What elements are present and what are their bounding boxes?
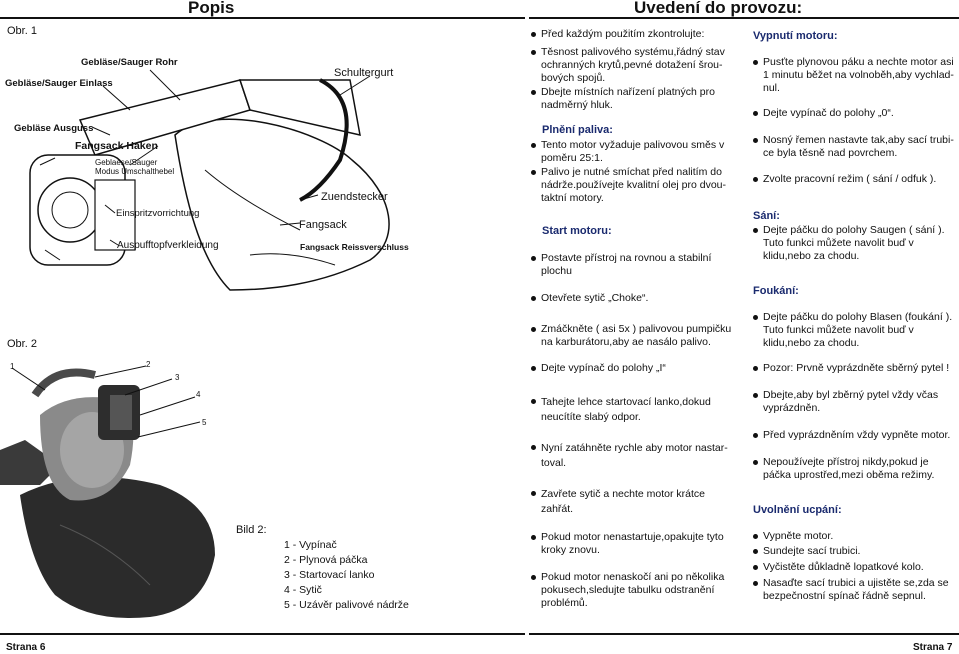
bullet-dot [753,228,758,233]
suck-title: Sání: [753,210,780,222]
stop-bullet-4: Zvolte pracovní režim ( sání / odfuk ). [753,173,958,186]
callout-spark-plug: Zuendstecker [321,191,388,203]
callout-bag-zipper: Fangsack Reissverschluss [300,242,409,252]
start-bullet-5: Tahejte lehce startovací lanko,dokud neu… [531,395,746,425]
legend-title: Bild 2: [236,524,267,536]
stop-bullet-3: Nosný řemen nastavte tak,aby sací trubi-… [753,134,958,160]
start-bullet-6: Nyní zatáhněte rychle aby motor nastar- … [531,441,746,471]
callout-mode-lever: Geblaese/Sauger Modus Umschalthebel [95,158,175,176]
page-number-right: Strana 7 [913,642,953,653]
clear-bullet-2: Sundejte sací trubici. [753,545,958,558]
fig2-num-2: 2 [146,360,151,369]
start-bullet-1: Postavte přístroj na rovnou a stabilní p… [531,252,746,278]
bullet-dot [531,143,536,148]
bullet-dot [531,399,536,404]
start-title: Start motoru: [542,225,612,237]
bullet-dot [531,535,536,540]
callout-blower-outlet: Gebläse Ausguss [14,123,94,134]
figure1-blower-drawing [29,69,390,291]
suck-bullet-1: Dejte páčku do polohy Saugen ( sání ). T… [753,224,958,263]
bullet-dot [753,549,758,554]
callout-primer: Einspritzvorrichtung [116,208,200,219]
start-bullet-9: Pokud motor nenaskočí ani po několika po… [531,571,746,610]
stop-title: Vypnutí motoru: [753,30,838,42]
bullet-dot [753,565,758,570]
fig2-num-5: 5 [202,418,207,427]
bullet-dot [753,60,758,65]
fig2-num-1: 1 [10,362,15,371]
figure2-blower-photo [0,365,215,619]
clear-bullet-3: Vyčistěte důkladně lopatkové kolo. [753,561,958,574]
stop-bullet-2: Dejte vypínač do polohy „0“. [753,107,958,120]
fuel-bullet-1: Tento motor vyžaduje palivovou směs v po… [531,139,746,165]
obr1-label: Obr. 1 [7,25,37,37]
bullet-dot [531,491,536,496]
blow-bullet-4: Před vyprázdněním vždy vypněte motor. [753,429,958,442]
fig2-num-3: 3 [175,373,180,382]
bullet-dot [531,327,536,332]
obr2-label: Obr. 2 [7,338,37,350]
stop-bullet-1: Pusťte plynovou páku a nechte motor asi … [753,56,958,95]
legend-item-1: 1 - Vypínač [284,539,337,551]
bullet-dot [531,256,536,261]
clear-bullet-4: Nasaďte sací trubici a ujistěte se,zda s… [753,577,958,603]
fuel-title: Plnění paliva: [542,124,613,136]
clear-bullet-1: Vypněte motor. [753,530,958,543]
bullet-dot [753,138,758,143]
popis-title: Popis [188,0,235,17]
bullet-dot [753,581,758,586]
start-bullet-2: Otevřete sytič „Choke“. [531,292,746,305]
bullet-dot [531,32,536,37]
blow-bullet-1: Dejte páčku do polohy Blasen (foukání ).… [753,311,958,350]
start-bullet-8: Pokud motor nenastartuje,opakujte tyto k… [531,531,746,557]
page-number-left: Strana 6 [6,642,46,653]
legend-item-2: 2 - Plynová páčka [284,554,368,566]
start-bullet-7: Zavřete sytič a nechte motor krátce zahř… [531,487,746,517]
start-bullet-4: Dejte vypínač do polohy „I“ [531,362,746,375]
blow-title: Foukání: [753,285,799,297]
callout-muffler-cover: Auspufftopfverkleidung [117,240,219,251]
mid-bullet-2: Těsnost palivového systému,řádný stav oc… [531,46,746,85]
bullet-dot [753,177,758,182]
header-rule-right [529,17,959,19]
callout-bag-hook: Fangsack Haken [75,140,158,152]
bullet-dot [753,534,758,539]
legend-item-5: 5 - Uzávěr palivové nádrže [284,599,409,611]
bullet-dot [753,393,758,398]
bullet-dot [531,90,536,95]
legend-item-3: 3 - Startovací lanko [284,569,375,581]
callout-blower-tube: Gebläse/Sauger Rohr [81,57,178,68]
bullet-dot [531,50,536,55]
bullet-dot [753,433,758,438]
blow-bullet-5: Nepoužívejte přístroj nikdy,pokud je páč… [753,456,958,482]
bullet-dot [753,315,758,320]
start-bullet-3: Zmáčkněte ( asi 5x ) palivovou pumpičku … [531,323,746,349]
clear-title: Uvolnění ucpání: [753,504,842,516]
footer-rule-right [529,633,959,635]
bullet-dot [531,366,536,371]
fig2-num-4: 4 [196,390,201,399]
callout-shoulder-strap: Schultergurt [334,67,394,79]
blow-bullet-2: Pozor: Prvně vyprázdněte sběrný pytel ! [753,362,958,375]
bullet-dot [753,460,758,465]
legend-item-4: 4 - Sytič [284,584,322,596]
header-rule-left [0,17,525,19]
footer-rule-left [0,633,525,635]
bullet-dot [531,575,536,580]
bullet-dot [531,170,536,175]
mid-bullet-1: Před každým použitím zkontrolujte: [531,28,746,41]
provoz-title: Uvedení do provozu: [634,0,803,17]
bullet-dot [753,366,758,371]
fuel-bullet-2: Palivo je nutné smíchat před nalitím do … [531,166,746,205]
bullet-dot [531,445,536,450]
callout-bag: Fangsack [299,219,347,231]
callout-blower-inlet: Gebläse/Sauger Einlass [5,78,113,89]
mid-bullet-3: Dbejte místních nařízení platných pro na… [531,86,746,112]
bullet-dot [531,296,536,301]
blow-bullet-3: Dbejte,aby byl zběrný pytel vždy včas vy… [753,389,958,415]
bullet-dot [753,111,758,116]
